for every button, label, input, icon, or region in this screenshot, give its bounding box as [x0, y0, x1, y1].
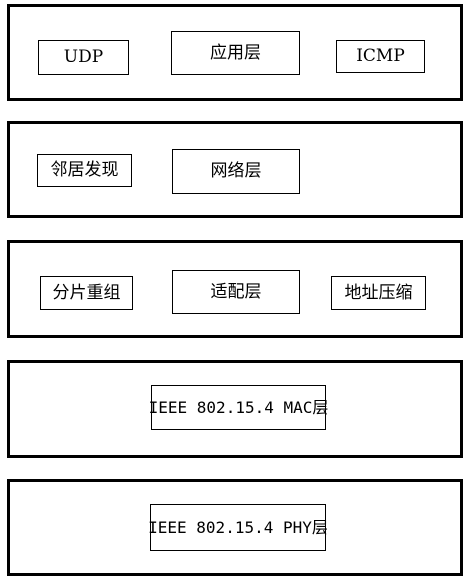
network-layer-panel: 邻居发现 网络层 — [7, 121, 463, 218]
phy-layer-box: IEEE 802.15.4 PHY层 — [148, 504, 328, 551]
udp-box: UDP — [38, 40, 129, 75]
mac-layer-box: IEEE 802.15.4 MAC层 — [149, 385, 328, 430]
adaptation-layer-box: 适配层 — [172, 270, 300, 314]
neighbor-discovery-box: 邻居发现 — [37, 154, 132, 187]
application-layer-box: 应用层 — [171, 31, 300, 75]
network-layer-box: 网络层 — [172, 149, 300, 194]
fragmentation-reassembly-box: 分片重组 — [40, 276, 133, 310]
mac-layer-panel: IEEE 802.15.4 MAC层 — [7, 360, 463, 458]
adaptation-layer-panel: 分片重组 适配层 地址压缩 — [7, 240, 463, 338]
phy-layer-panel: IEEE 802.15.4 PHY层 — [7, 479, 463, 576]
header-compression-box: 地址压缩 — [331, 276, 426, 310]
application-layer-panel: UDP 应用层 ICMP — [7, 4, 463, 101]
icmp-box: ICMP — [336, 40, 425, 73]
